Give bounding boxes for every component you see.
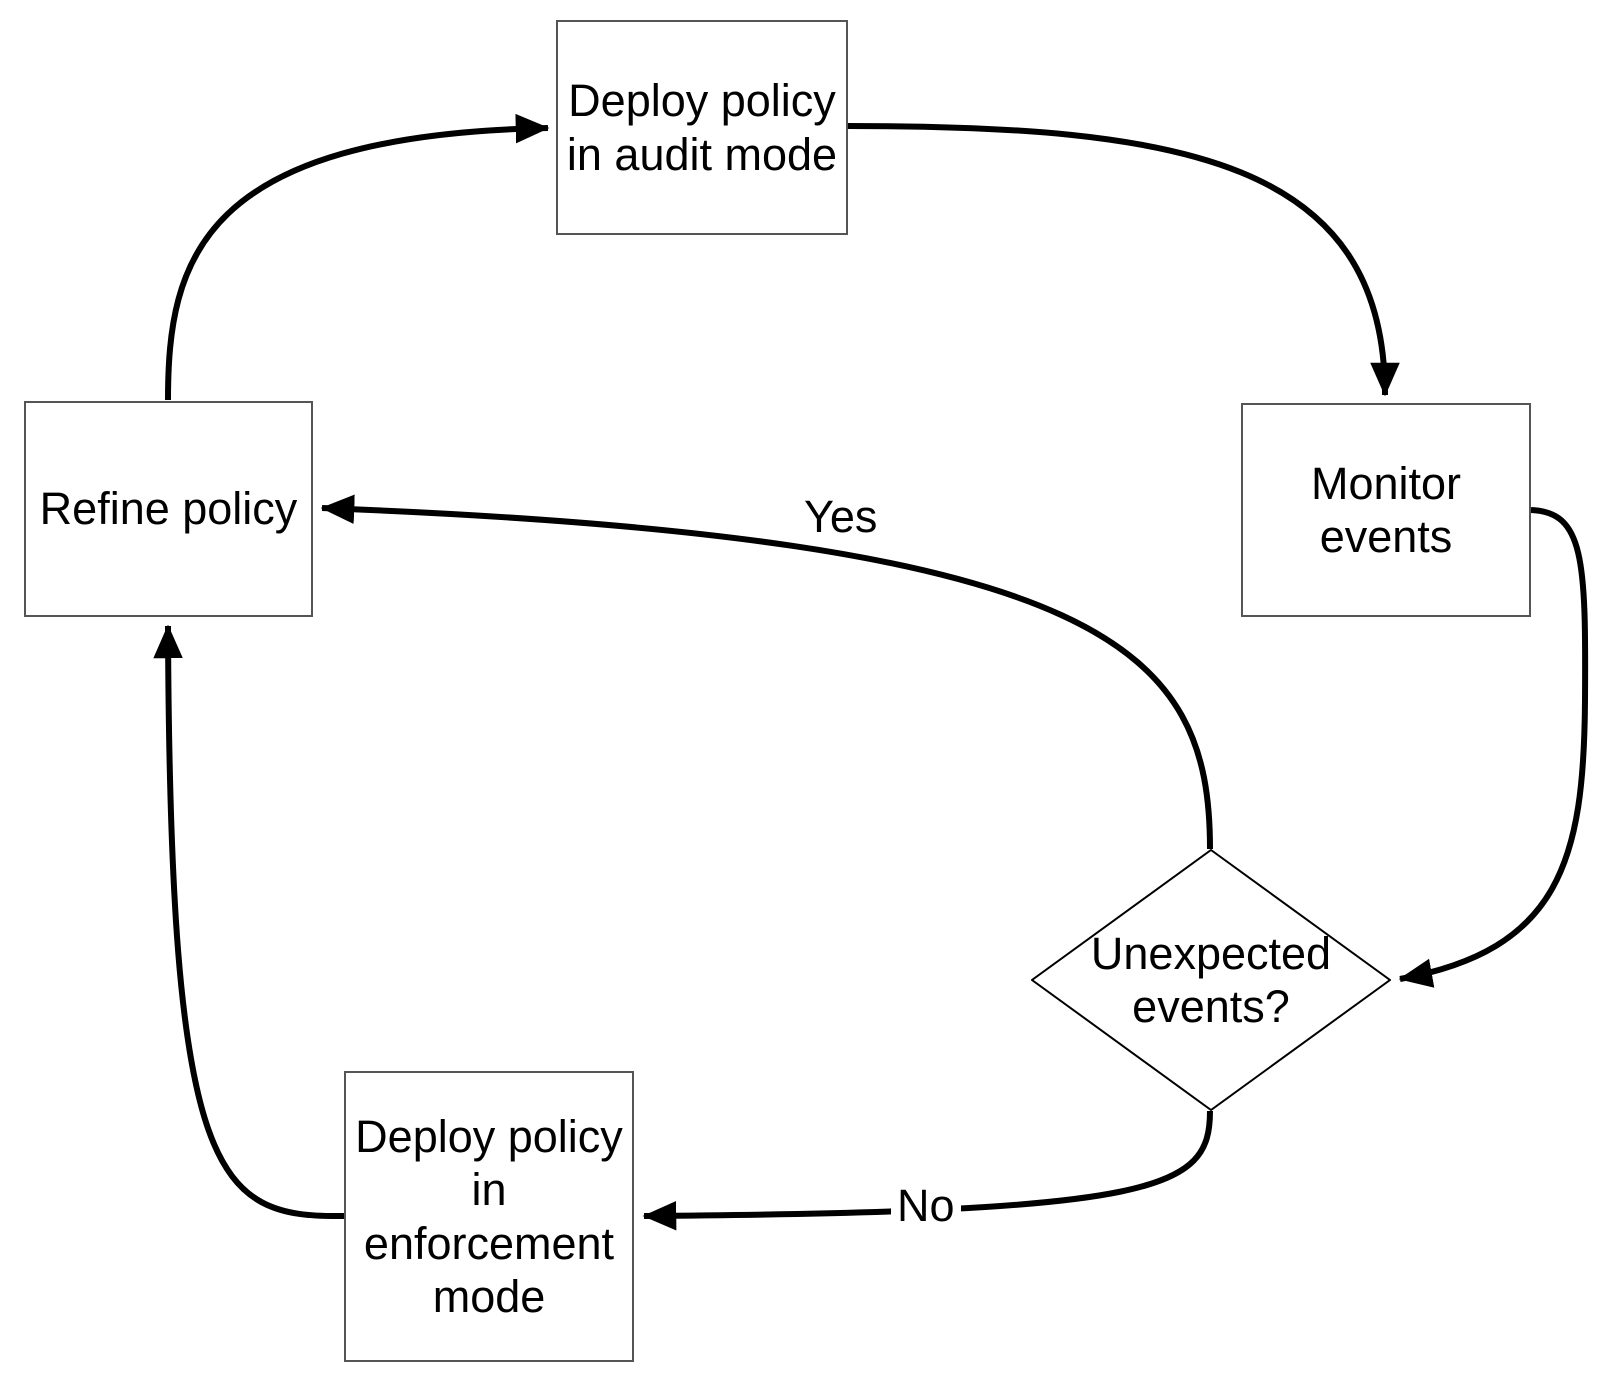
node-label-refine-policy: Refine policy <box>39 483 298 535</box>
edge-decision-no-to-enforcement <box>642 1110 1213 1231</box>
edge-label-no: No <box>891 1183 961 1228</box>
node-refine-policy[interactable]: Refine policy <box>24 401 313 617</box>
diamond-shape-icon <box>1031 849 1391 1111</box>
node-monitor-events[interactable]: Monitor events <box>1241 403 1531 617</box>
node-label-unexpected-events: Unexpected events? <box>1090 927 1332 1032</box>
node-label-deploy-policy-audit-mode: Deploy policy in audit mode <box>566 75 838 180</box>
node-unexpected-events-decision[interactable]: Unexpected events? <box>1031 849 1391 1111</box>
node-deploy-policy-audit-mode[interactable]: Deploy policy in audit mode <box>556 20 848 235</box>
edge-label-yes: Yes <box>798 494 884 539</box>
edge-enforcement-to-refine <box>153 624 345 1220</box>
edge-refine-to-audit <box>165 113 550 401</box>
node-label-deploy-policy-enforcement-mode: Deploy policy in enforcement mode <box>355 1111 623 1322</box>
node-label-monitor-events: Monitor events <box>1310 457 1462 562</box>
node-deploy-policy-enforcement-mode[interactable]: Deploy policy in enforcement mode <box>344 1071 634 1362</box>
edge-monitor-to-decision <box>1398 507 1589 988</box>
edge-audit-to-monitor <box>847 123 1400 397</box>
edge-decision-yes-to-refine <box>320 494 1213 850</box>
